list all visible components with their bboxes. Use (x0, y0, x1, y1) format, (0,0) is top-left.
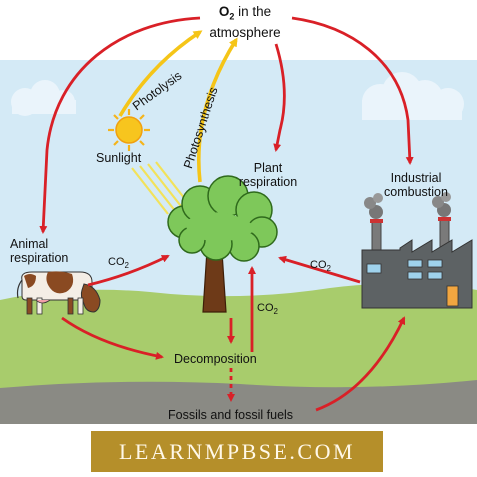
arrow-atmosphere-to-plant-respiration (273, 43, 286, 152)
arrow-cow-to-decomposition (61, 316, 164, 360)
arrow-atmosphere-to-industry (291, 16, 414, 165)
ground-layer (0, 380, 477, 424)
cloud-right (362, 72, 464, 120)
arrow-atmosphere-to-animal (39, 16, 201, 234)
grass (0, 283, 477, 400)
sunlight-label: Sunlight (96, 151, 142, 165)
arrow-fossils-to-industry (315, 316, 406, 412)
arrow-photosynthesis (196, 37, 238, 183)
tree-icon (167, 175, 278, 313)
sun-icon (108, 109, 150, 151)
cloud-left (11, 80, 76, 116)
factory-icon (361, 192, 473, 309)
arrows-red (39, 16, 414, 412)
co2-label-decomposition: CO2 (257, 302, 278, 317)
co2-label-animal: CO2 (108, 256, 129, 271)
co2-label-industry: CO2 (310, 259, 331, 274)
decomposition-label: Decomposition (174, 352, 257, 366)
arrow-photolysis (118, 30, 203, 117)
site-banner[interactable]: LEARNMPBSE.COM (91, 431, 383, 472)
arrow-industry-co2-to-tree (278, 255, 361, 284)
arrow-animal-co2-to-tree (87, 254, 170, 287)
o2-symbol: O2 (218, 4, 235, 22)
cow-icon (16, 271, 101, 315)
arrows-yellow (118, 30, 238, 183)
atmosphere-label: O2 in the atmosphere (209, 4, 281, 40)
fossils-label: Fossils and fossil fuels (168, 408, 294, 422)
